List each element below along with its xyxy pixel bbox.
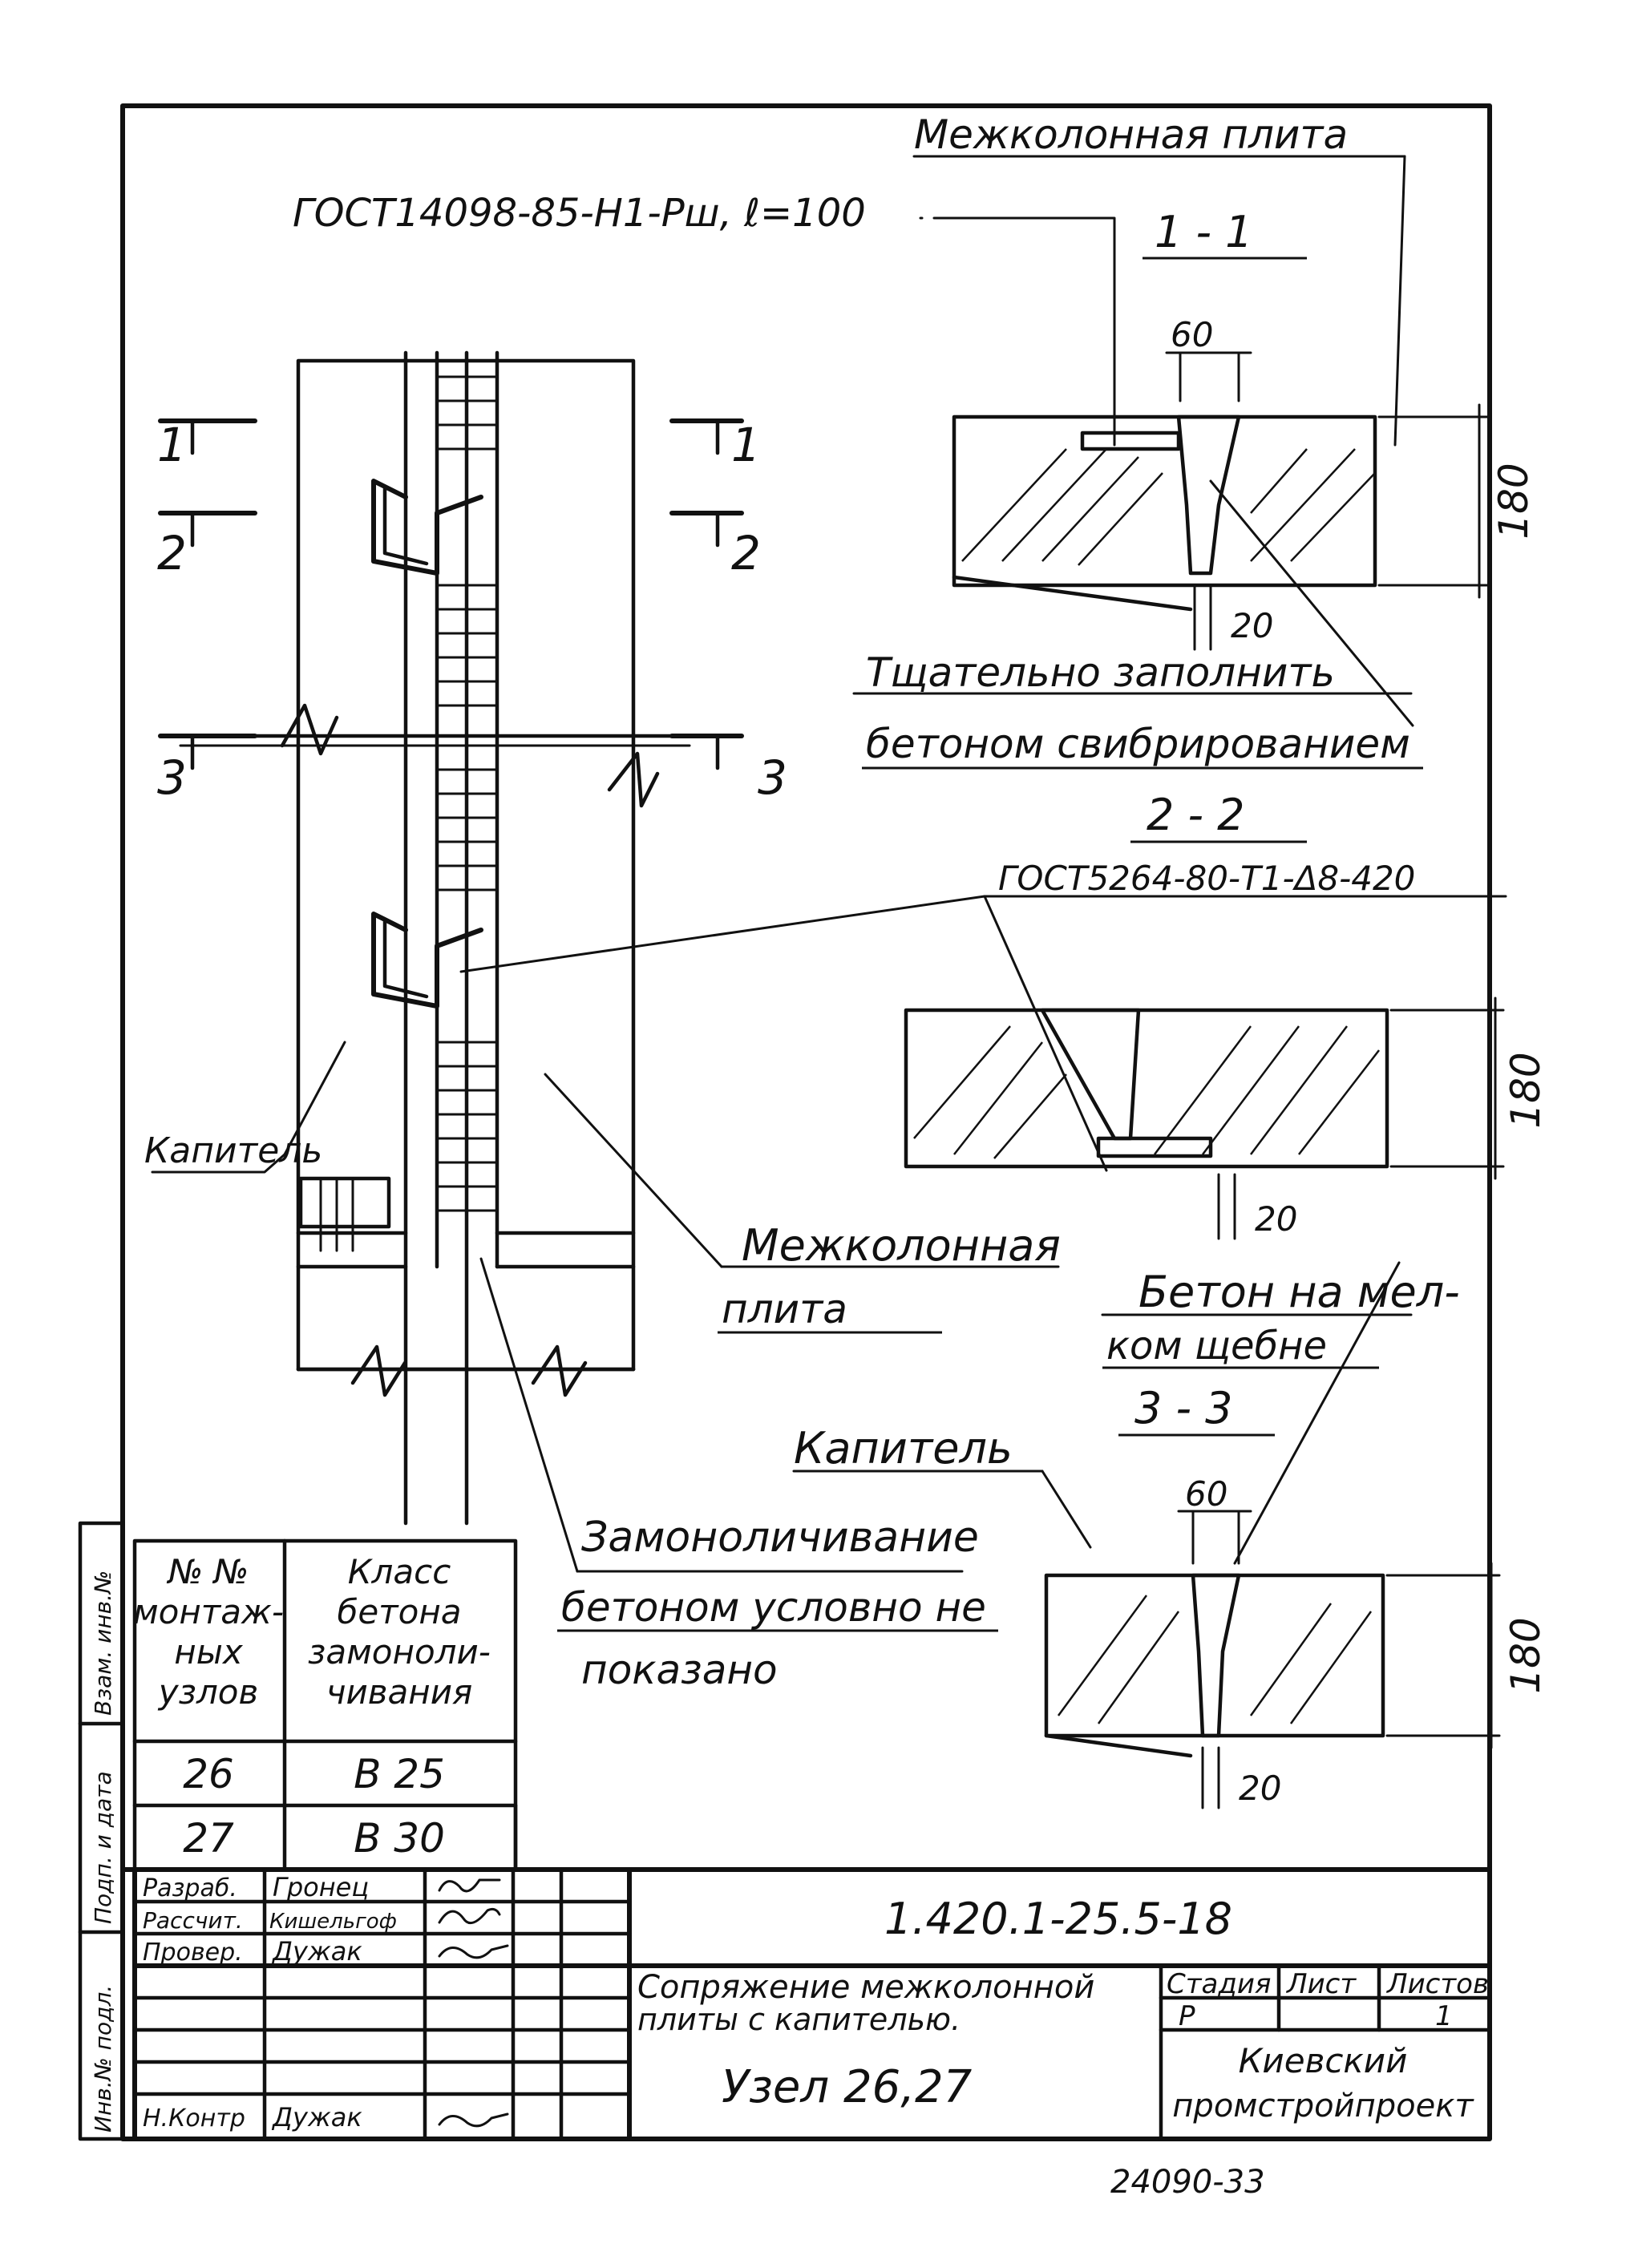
role-norm-control: Н.Контр [143,2104,245,2133]
role-checker: Провер. [143,1939,243,1967]
table-header-node-line3: ных [174,1632,244,1672]
section-1-1 [952,351,1489,651]
cut-label-1-left: 1 [157,418,187,472]
footer-number: 24090-33 [1110,2164,1265,2201]
sheets-header: Листов [1385,1968,1489,2000]
title-line2: плиты с капителью. [637,2002,961,2037]
label-fill-note-2: бетоном свибрированием [866,721,1410,767]
cut-label-2-right: 2 [731,526,761,580]
side-inv-replace: Взам. инв.№ [90,1571,116,1716]
table-header-class-line4: чивания [326,1672,473,1712]
name-checker: Дужак [271,1936,362,1967]
side-sign-date: Подп. и дата [90,1771,116,1924]
label-plate-mid-1: Межколонная [742,1220,1061,1271]
org-line1: Киевский [1239,2041,1408,2080]
label-plate-mid-2: плита [722,1286,847,1332]
table-header-node-line1: № № [167,1552,249,1591]
title-line3: Узел 26,27 [722,2061,973,2113]
section-cut-markers [158,418,744,770]
sheet-value: 1 [1435,2000,1453,2032]
dim-180-section-2: 180 [1502,1052,1549,1128]
signatures [438,1878,509,2128]
label-monolith-2: бетоном условно не [561,1584,986,1631]
side-inv-original: Инв.№ подл. [90,1985,116,2133]
stage-value: Р [1179,2000,1195,2032]
role-developer: Разраб. [143,1874,237,1902]
section-title-3-3: 3 - 3 [1134,1383,1233,1433]
side-stamp [78,1521,125,2141]
dim-60-section-3: 60 [1185,1474,1227,1514]
dim-20-section-2: 20 [1255,1199,1297,1239]
dim-20-section-3: 20 [1239,1769,1281,1808]
leader-lines [151,155,1507,1573]
label-fine-gravel-1: Бетон на мел- [1138,1267,1460,1317]
name-calculator: Кишельгоф [269,1910,397,1934]
role-calculator: Рассчит. [143,1907,243,1934]
label-capital-left: Капитель [144,1130,322,1171]
table-row-class-26: В 25 [354,1751,445,1797]
label-plate-top: Межколонная плита [914,111,1348,158]
dim-20-section-1: 20 [1231,606,1273,645]
sheet-frame [120,103,1492,2141]
table-row-node-27: 27 [183,1815,234,1862]
doc-code: 1.420.1-25.5-18 [884,1894,1232,1944]
table-header-class-line3: замоноли- [308,1632,491,1672]
label-capital-right: Капитель [794,1423,1013,1474]
title-line1: Сопряжение межколонной [637,1969,1094,2006]
dim-60-section-1: 60 [1171,315,1213,354]
sheet-header: Лист [1285,1968,1357,2000]
name-developer: Гронец [273,1872,369,1902]
section-2-2 [904,997,1505,1240]
label-gost-weld-2: ГОСТ5264-80-Т1-Δ8-420 [998,859,1415,898]
table-header-class-line2: бетона [337,1592,461,1631]
table-header-class-line1: Класс [348,1552,451,1591]
label-gost-weld-1: ГОСТ14098-85-Н1-Рш, ℓ=100 [293,191,866,236]
label-fill-note-1: Тщательно заполнить [866,649,1335,696]
table-row-node-26: 26 [183,1751,234,1797]
section-title-2-2: 2 - 2 [1147,790,1245,840]
section-title-1-1: 1 - 1 [1155,207,1253,257]
org-line2: промстройпроект [1172,2088,1474,2124]
stage-header: Стадия [1167,1968,1271,2000]
label-fine-gravel-2: ком щебне [1106,1324,1327,1368]
table-row-class-27: В 30 [354,1815,445,1862]
label-monolith-1: Замоноличивание [581,1514,979,1562]
concrete-class-table [132,1538,518,1872]
label-monolith-3: показано [581,1647,778,1693]
table-header-node-line4: узлов [157,1672,258,1712]
elevation-view [178,350,692,1526]
title-block [120,1867,1492,2141]
section-3-3 [1044,1510,1501,1809]
cut-label-1-right: 1 [731,418,761,472]
cut-label-2-left: 2 [157,526,187,580]
dim-180-section-1: 180 [1490,463,1537,539]
name-norm-control: Дужак [271,2102,362,2133]
table-header-node-line2: монтаж- [133,1592,284,1631]
cut-label-3-left: 3 [157,750,187,805]
dim-180-section-3: 180 [1502,1617,1549,1693]
cut-label-3-right: 3 [758,750,787,805]
